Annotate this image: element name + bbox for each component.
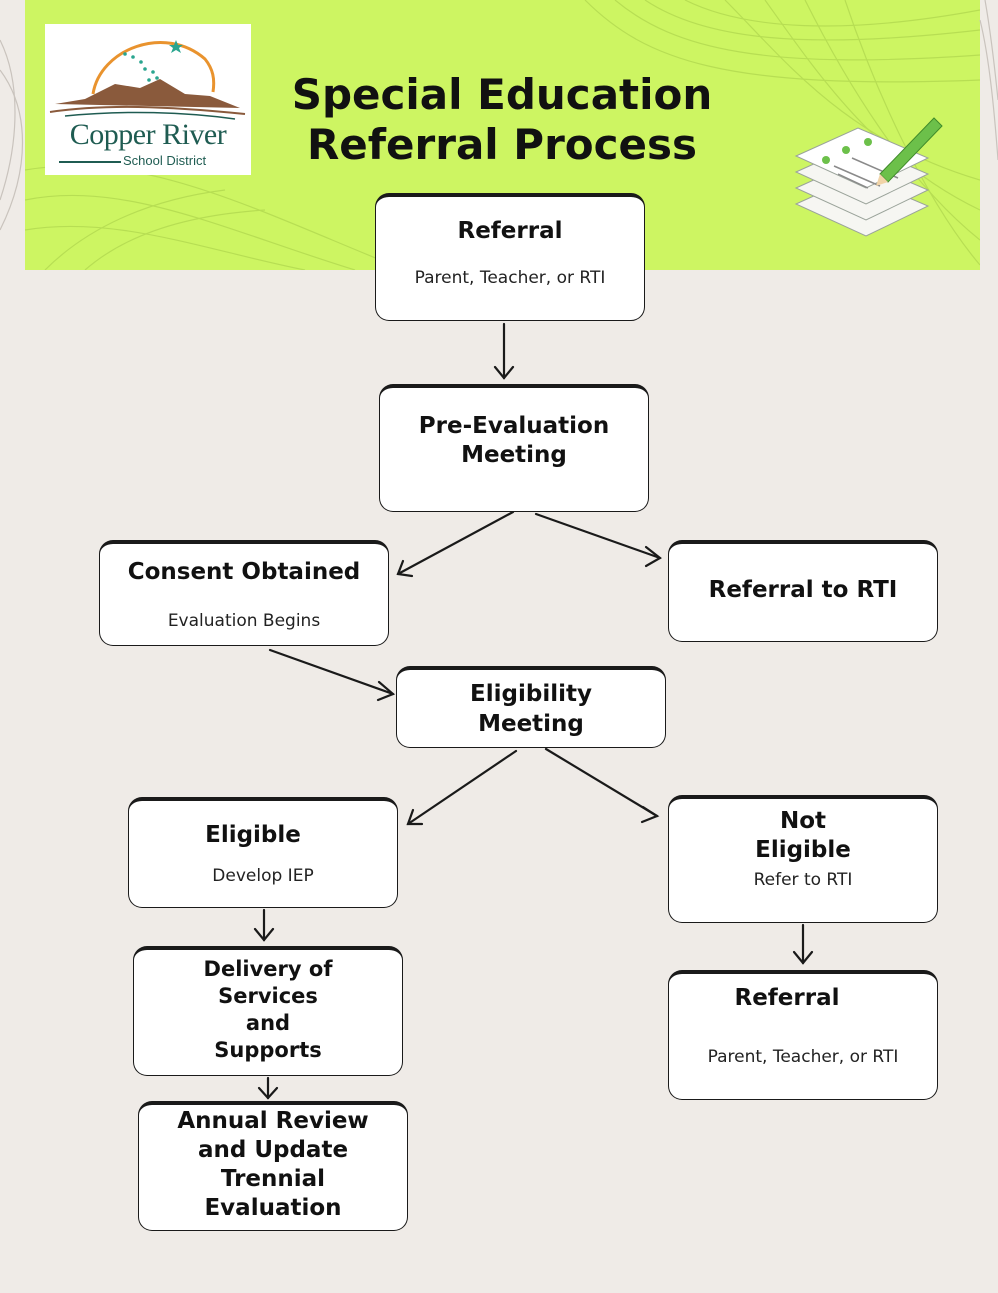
node-line3: and [245, 1011, 291, 1035]
mountain-logo-icon [49, 40, 246, 120]
node-line1: Delivery of [203, 957, 333, 981]
logo-subtitle: School District [123, 153, 207, 168]
node-line2: and Update [197, 1137, 349, 1163]
node-title: Referral to RTI [708, 577, 898, 603]
node-line3: Trennial [220, 1166, 326, 1192]
node-referral-to-rti: Referral to RTI [668, 540, 938, 642]
node-annual-review: Annual Review and Update Trennial Evalua… [138, 1101, 408, 1231]
logo-name: Copper River [69, 118, 227, 151]
title-line-1: Special Education [291, 70, 713, 119]
page-title: Special Education Referral Process [262, 70, 742, 170]
node-subtitle: Evaluation Begins [167, 611, 321, 631]
node-pre-evaluation: Pre-Evaluation Meeting [379, 384, 649, 512]
node-title-line2: Eligible [755, 837, 851, 863]
node-referral-bottom: Referral Parent, Teacher, or RTI [668, 970, 938, 1100]
node-not-eligible: Not Eligible Refer to RTI [668, 795, 938, 923]
node-title-line1: Not [779, 808, 827, 834]
node-consent-obtained: Consent Obtained Evaluation Begins [99, 540, 389, 646]
node-line4: Evaluation [204, 1195, 342, 1221]
district-logo: Copper River School District [45, 24, 251, 175]
node-subtitle: Parent, Teacher, or RTI [707, 1047, 899, 1067]
node-line2: Services [218, 984, 318, 1008]
title-line-2: Referral Process [306, 120, 698, 169]
node-title: Referral [734, 985, 840, 1011]
node-title: Consent Obtained [127, 559, 361, 585]
node-subtitle: Parent, Teacher, or RTI [414, 268, 606, 288]
node-eligible: Eligible Develop IEP [128, 797, 398, 908]
node-title-line1: Eligibility [470, 681, 592, 707]
node-subtitle: Refer to RTI [753, 870, 853, 890]
node-title-line2: Meeting [478, 711, 584, 737]
document-stack-icon [794, 117, 943, 237]
logo-divider [59, 161, 121, 163]
node-line4: Supports [214, 1038, 322, 1062]
node-line1: Annual Review [177, 1108, 369, 1134]
node-title: Referral [457, 218, 563, 244]
node-title-line2: Meeting [461, 442, 567, 468]
pencil-icon [876, 117, 943, 186]
node-title: Eligible [205, 822, 301, 848]
node-eligibility-meeting: Eligibility Meeting [396, 666, 666, 748]
curve-pattern [25, 0, 980, 270]
node-delivery-of-services: Delivery of Services and Supports [133, 946, 403, 1076]
node-referral-top: Referral Parent, Teacher, or RTI [375, 193, 645, 321]
node-subtitle: Develop IEP [212, 866, 314, 886]
node-title-line1: Pre-Evaluation [418, 413, 610, 439]
